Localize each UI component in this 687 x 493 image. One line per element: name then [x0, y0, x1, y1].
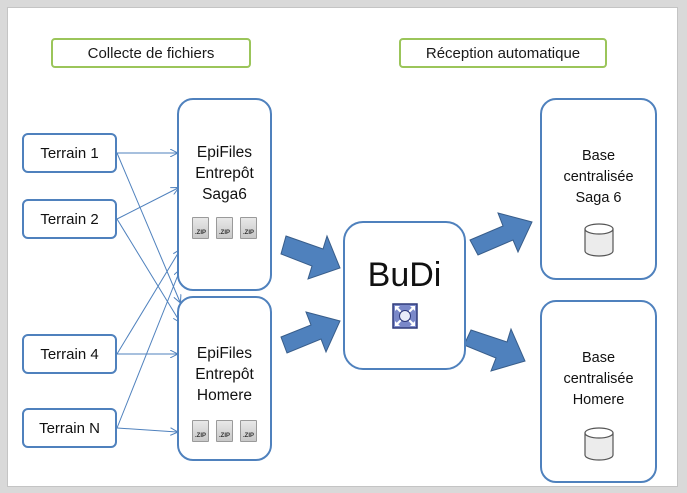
store-label-homere: EpiFiles Entrepôt Homere [195, 345, 254, 404]
header-reception: Réception automatique [399, 38, 607, 68]
terrain-box-4: Terrain 4 [22, 334, 117, 374]
flow-arrow-homere-budi [280, 311, 341, 354]
zip-files-saga6: .ZIP .ZIP .ZIP [192, 217, 257, 239]
zip-file-icon: .ZIP [216, 217, 233, 239]
flow-arrow-saga6-budi [280, 234, 341, 280]
flow-arrow-budi-saga6 [469, 212, 533, 256]
store-label-saga6: EpiFiles Entrepôt Saga6 [195, 144, 254, 203]
connector-t2-saga6 [116, 188, 178, 220]
base-label-homere: Base centralisée Homere [563, 350, 634, 408]
base-label-saga6: Base centralisée Saga 6 [563, 148, 634, 206]
zip-file-icon: .ZIP [216, 420, 233, 442]
zip-file-icon: .ZIP [240, 420, 257, 442]
budi-box: BuDi [343, 221, 466, 370]
zip-files-homere: .ZIP .ZIP .ZIP [192, 420, 257, 442]
store-box-saga6: EpiFiles Entrepôt Saga6 .ZIP .ZIP .ZIP [177, 98, 272, 291]
store-box-homere: EpiFiles Entrepôt Homere .ZIP .ZIP .ZIP [177, 296, 272, 461]
base-box-homere: Base centralisée Homere [540, 300, 657, 483]
terrain-box-2: Terrain 2 [22, 199, 117, 239]
terrain-box-1: Terrain 1 [22, 133, 117, 173]
zip-file-icon: .ZIP [240, 217, 257, 239]
header-collecte: Collecte de fichiers [51, 38, 251, 68]
database-icon [583, 427, 614, 461]
connector-t1-homere [116, 152, 180, 302]
zip-file-icon: .ZIP [192, 217, 209, 239]
database-icon [583, 223, 614, 257]
budi-title: BuDi [367, 256, 442, 294]
terrain-box-n: Terrain N [22, 408, 117, 448]
connector-tn-homere [116, 427, 177, 432]
zip-file-icon: .ZIP [192, 420, 209, 442]
connector-tn-saga6 [116, 270, 180, 429]
connector-t4-saga6 [116, 250, 180, 355]
flow-arrow-budi-homere [463, 327, 526, 372]
network-node-icon [391, 303, 418, 329]
base-box-saga6: Base centralisée Saga 6 [540, 98, 657, 280]
connector-t2-homere [116, 218, 180, 322]
